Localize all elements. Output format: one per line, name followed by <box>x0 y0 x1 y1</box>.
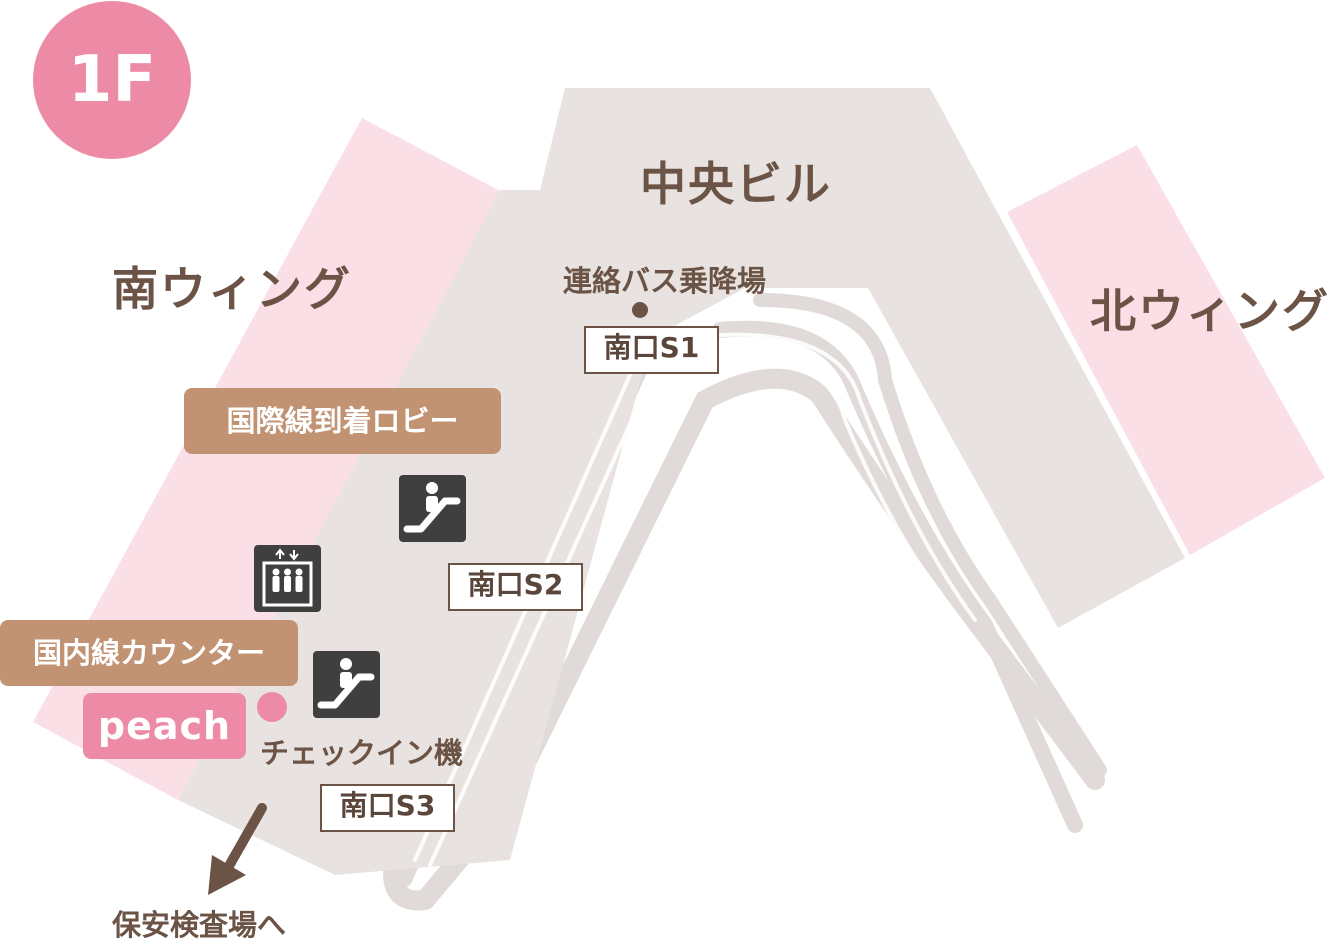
escalator-icon <box>399 475 466 542</box>
gate-s3: 南口S3 <box>320 784 455 832</box>
escalator-icon <box>313 651 380 718</box>
bus-stop-label: 連絡バス乗降場 <box>563 264 767 298</box>
checkin-machine-label: チェックイン機 <box>260 736 464 770</box>
north-wing-label: 北ウィング <box>1090 284 1330 338</box>
gate-s1: 南口S1 <box>584 326 719 374</box>
north-wing-area <box>1007 145 1325 555</box>
bus-stop-marker <box>632 302 648 318</box>
elevator-icon <box>254 545 321 612</box>
south-wing-label: 南ウィング <box>112 262 352 316</box>
security-arrow <box>208 803 267 895</box>
central-building <box>178 88 1185 875</box>
domestic-counter-tag: 国内線カウンター <box>0 620 298 686</box>
gate-s2: 南口S2 <box>448 563 583 611</box>
access-road-overlay <box>413 332 977 867</box>
peach-logo: peach <box>83 693 246 759</box>
security-label: 保安検査場へ <box>112 908 287 942</box>
checkin-machine-marker <box>257 692 287 722</box>
intl-arrival-lobby-tag: 国際線到着ロビー <box>184 388 501 454</box>
central-building-label: 中央ビル <box>640 157 832 211</box>
floor-badge: 1F <box>33 1 191 159</box>
